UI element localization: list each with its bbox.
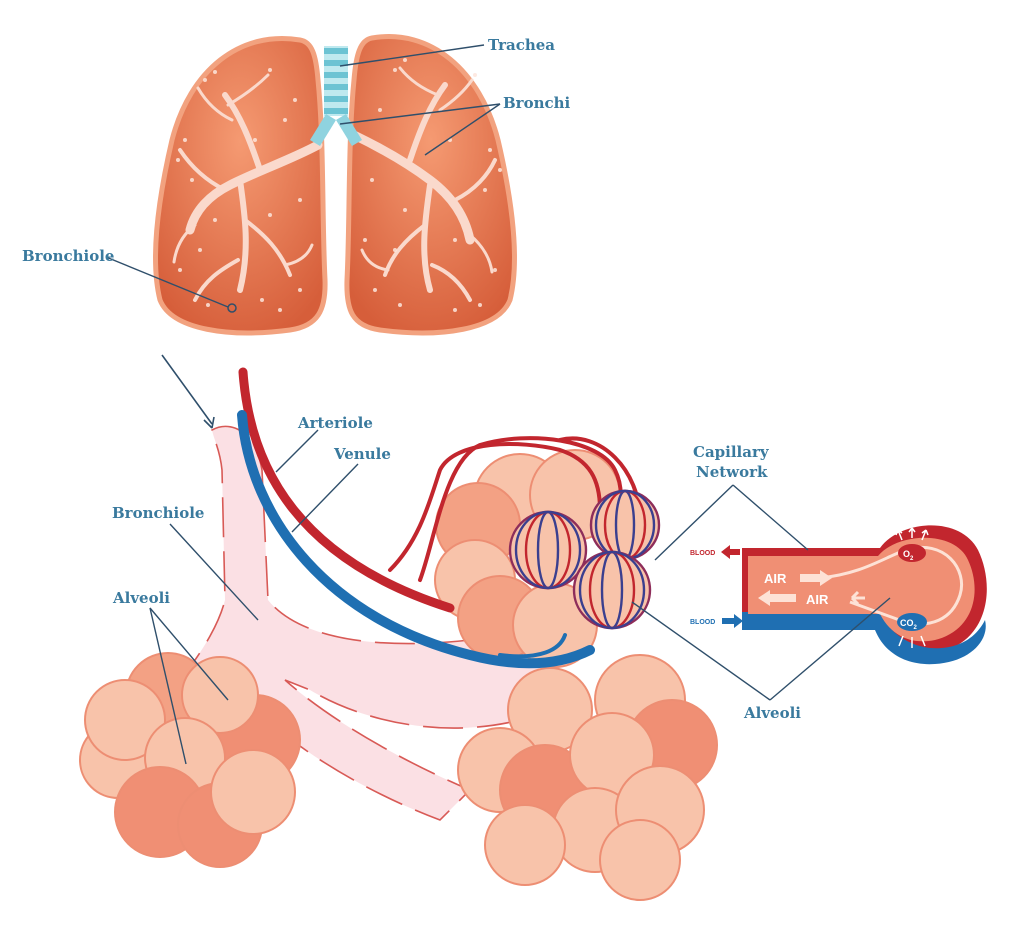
blood-in-text: BLOOD [690,619,715,626]
alveoli-right-label: Alveoli [743,704,801,722]
capillary-network [508,489,661,630]
bronchi-leader-2 [424,103,501,156]
venule-label: Venule [333,445,391,463]
svg-text:CO2: CO2 [900,618,918,631]
gas-exchange-inset: AIR AIR O2 CO2 BLOOD [690,525,987,665]
co2-badge: CO2 [897,613,927,631]
bronchiole-marker [227,303,237,313]
venule-leader [291,463,359,533]
branch-arrow-icon [161,354,215,429]
air-out-arrow-icon [758,590,796,606]
bronchi-leader-1 [339,103,501,125]
alveoli-right-leader-2 [769,597,891,701]
venule [237,410,595,669]
bronchiole-bottom-label: Bronchiole [112,504,204,522]
lungs [153,34,517,336]
capillary-leader-2 [732,484,809,551]
bronchiole-bottom-leader [169,523,259,621]
blood-out-text: BLOOD [690,550,715,557]
alveoli-right-leader-1 [631,601,771,701]
left-alveoli-cluster [79,652,301,868]
arteriole-leader [275,429,319,473]
inset-vessel-blue [742,612,986,665]
diffusion-arrows [895,527,929,648]
capillary-leader-1 [654,484,734,561]
air-in-text: AIR [764,571,787,586]
alveolar-speckles [176,58,502,312]
alveoli-left-leader-1 [149,607,229,701]
o2-badge: O2 [898,544,926,562]
bronchiole-top-label: Bronchiole [22,247,114,265]
alveoli-left-leader-2 [149,607,187,765]
trachea-label: Trachea [488,36,555,54]
return-arrow-icon [850,590,865,606]
arteriole [238,367,455,613]
bronchiole-top-leader [105,256,229,308]
right-alveoli-cluster [457,654,718,901]
trachea-leader [339,44,485,67]
air-in-arrow-icon [800,570,832,586]
arteriole-label: Arteriole [297,414,373,432]
right-bronchial-tree [349,66,497,302]
trachea [310,46,362,146]
air-out-text: AIR [806,592,829,607]
blood-in-arrow-icon [722,614,743,628]
capillary-network-label-line2: Network [696,463,768,481]
bronchi-label: Bronchi [503,94,571,112]
blood-out-arrow-icon [721,545,740,559]
svg-text:O2: O2 [903,549,914,562]
alveoli-left-label: Alveoli [112,589,170,607]
capillary-network-label-line1: Capillary [693,443,770,461]
inset-air-channel [819,546,963,626]
